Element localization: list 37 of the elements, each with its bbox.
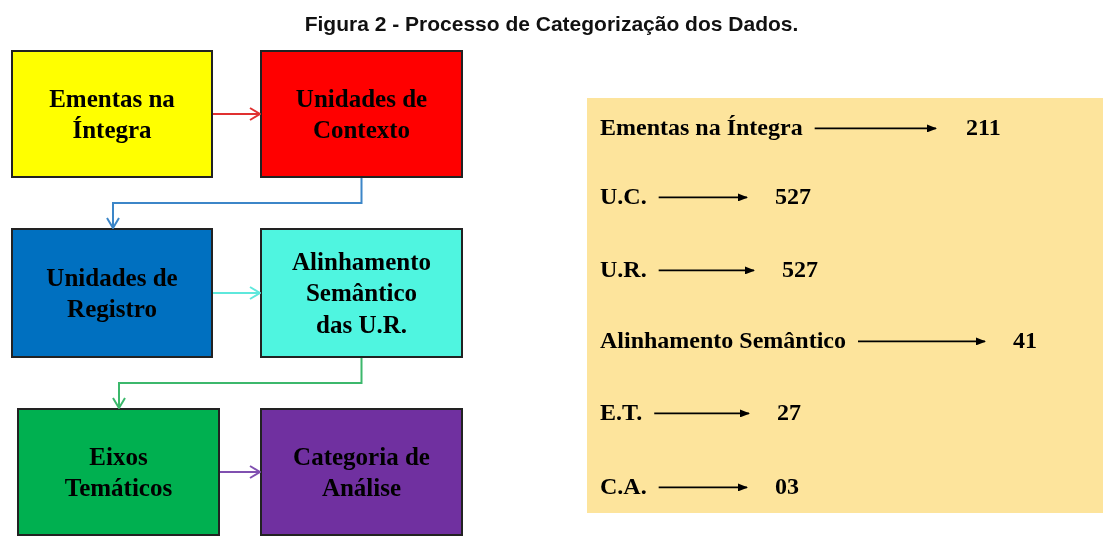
summary-panel [587,98,1103,513]
arrow [657,266,755,275]
process-box [17,408,220,536]
count-value: 527 [775,182,811,211]
count-value: 41 [1013,326,1037,355]
arrow [813,124,937,133]
box-label: Unidades de Contexto [294,83,429,145]
arrow [657,483,748,492]
count-value: 27 [777,398,801,427]
arrow [219,465,261,479]
box-label: Categoria de Análise [292,441,431,503]
box-label: Unidades de Registro [45,262,179,324]
stage-label: Ementas na Íntegra [600,113,803,142]
arrow [112,357,363,409]
arrow [212,286,261,300]
box-label: Eixos Temáticos [63,441,174,503]
box-label: Alinhamento Semântico das U.R. [291,247,432,340]
process-box [260,408,463,536]
arrow [653,409,750,418]
stage-label: Alinhamento Semântico [600,326,846,355]
process-box [11,228,213,358]
stage-label: U.R. [600,255,647,284]
stage-label: E.T. [600,398,643,427]
arrow [212,107,261,121]
stage-label: C.A. [600,472,647,501]
count-value: 03 [775,472,799,501]
box-label: Ementas na Íntegra [48,83,176,145]
stage-label: U.C. [600,182,647,211]
arrow [106,177,363,229]
arrow [857,337,986,346]
figure-title: Figura 2 - Processo de Categorização dos Dados. [303,12,800,36]
process-box [260,228,463,358]
count-value: 527 [782,255,818,284]
count-value: 211 [966,113,1001,142]
process-box [260,50,463,178]
arrow [657,193,748,202]
process-box [11,50,213,178]
